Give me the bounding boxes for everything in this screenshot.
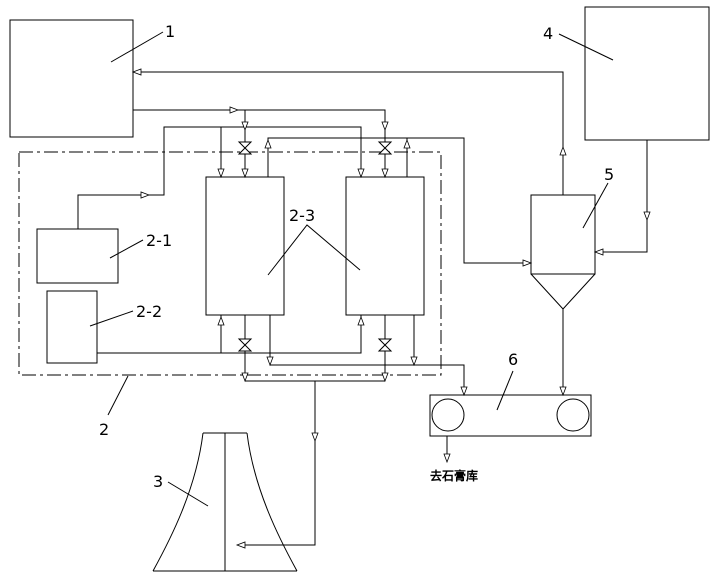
unit-6-roller-right: [556, 398, 590, 432]
valve-right-bottom[interactable]: [377, 338, 393, 352]
valve-left-top[interactable]: [237, 141, 253, 155]
label-unit-2-2: 2-2: [136, 302, 162, 321]
unit-2-2-box: [46, 290, 98, 364]
arrow-down-to-tower: [311, 432, 319, 443]
arrow-into-6-right: [559, 386, 567, 397]
reactor-left: [205, 176, 285, 316]
arrow-down-right-feed: [381, 121, 389, 132]
arrow-down-left-feed: [241, 121, 249, 132]
leader-2-2: [89, 310, 134, 327]
label-unit-3: 3: [153, 472, 163, 491]
pipe-4-to-5: [595, 140, 648, 253]
unit-2-1-box: [36, 228, 119, 284]
arrow-up-from-5: [559, 145, 567, 156]
arrow-up-left-reactor-bottom: [217, 315, 225, 326]
leader-4: [558, 33, 614, 61]
arrow-down-from-4: [643, 211, 651, 222]
arrow-down-right-reactor-out: [410, 356, 418, 367]
unit-4-box: [584, 6, 710, 141]
arrow-down-left-reactor-out: [266, 356, 274, 367]
leader-3: [167, 481, 209, 507]
arrow-into-tower: [235, 541, 246, 549]
valve-right-top[interactable]: [377, 141, 393, 155]
pipe-reactors-to-5: [267, 137, 531, 264]
pipe-reactors-to-6: [269, 315, 465, 395]
arrow-into-left-reactor-b: [241, 168, 249, 179]
leader-6: [496, 370, 514, 411]
arrow-into-right-reactor-b: [381, 168, 389, 179]
leader-2-1: [109, 239, 144, 259]
arrow-right-from-1: [229, 106, 240, 114]
arrow-down-right-drain: [381, 372, 389, 383]
label-to-gypsum-storage: 去石膏库: [430, 468, 478, 483]
arrow-up-right-reactor-bottom: [357, 315, 365, 326]
arrow-into-5-side: [593, 248, 604, 256]
label-unit-5: 5: [604, 165, 614, 184]
arrow-into-5: [522, 259, 533, 267]
label-unit-6: 6: [508, 350, 518, 369]
arrow-up-left-reactor-top: [264, 138, 272, 149]
arrow-to-storage: [443, 453, 451, 464]
unit-6-roller-left: [431, 398, 465, 432]
arrow-into-6-left: [460, 386, 468, 397]
arrow-up-right-reactor-top: [403, 138, 411, 149]
arrow-into-left-reactor-a: [217, 168, 225, 179]
leader-5: [582, 182, 609, 229]
pipe-2-1-to-reactors: [77, 126, 362, 229]
unit-1-box: [9, 19, 134, 138]
leader-2-3: [267, 224, 361, 276]
pipe-2-2-to-reactors: [97, 315, 362, 354]
pipe-1-to-reactors: [133, 109, 386, 177]
arrow-down-left-drain: [241, 372, 249, 383]
arrow-into-unit-1: [131, 68, 142, 76]
valve-left-bottom[interactable]: [237, 338, 253, 352]
label-unit-1: 1: [165, 22, 175, 41]
unit-5-tank: [530, 194, 596, 275]
unit-3-cooling-tower: [152, 432, 298, 572]
unit-5-cone: [530, 273, 596, 310]
unit-2-boundary: [18, 151, 442, 376]
label-unit-2: 2: [99, 420, 109, 439]
label-unit-4: 4: [543, 24, 553, 43]
leader-1: [110, 31, 164, 63]
reactor-right: [345, 176, 425, 316]
arrow-right-from-2-1: [140, 191, 151, 199]
leader-2: [107, 375, 129, 416]
pipe-to-cooling-tower: [237, 381, 316, 546]
label-unit-2-3: 2-3: [289, 206, 315, 225]
arrow-into-right-reactor-a: [357, 168, 365, 179]
label-unit-2-1: 2-1: [146, 231, 172, 250]
